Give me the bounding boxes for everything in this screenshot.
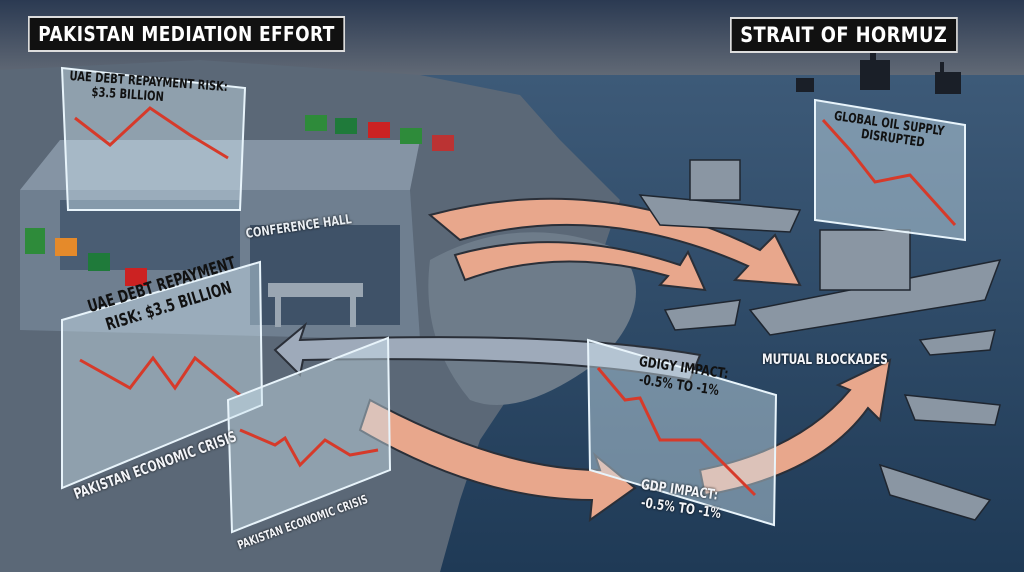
panel-crisis [226,336,392,534]
panel-uae-top [60,66,247,211]
patrol-boat-4 [878,463,992,521]
patrol-boat-1 [663,299,741,331]
arrow-bottom [358,398,637,523]
oil-rig-icons [796,45,961,94]
panel-oil [814,98,966,242]
trend-line-uae-top [74,106,229,160]
arrow-right [698,358,892,497]
trend-line-gdp [596,367,757,497]
chart-panels [60,66,966,534]
trend-line-oil [821,118,957,227]
banner-pakistan-mediation: PAKISTAN MEDIATION EFFORT [28,16,345,52]
arrow-mid [453,241,707,292]
patrol-boat-2 [918,329,996,356]
arrow-top [427,197,802,287]
panel-gdp [586,338,778,527]
conference-hall-building [20,140,420,340]
warships [638,159,1002,521]
banner-strait-of-hormuz: STRAIT OF HORMUZ [730,17,958,53]
trend-line-crisis [239,428,379,468]
mutual-blockades-label: MUTUAL BLOCKADES [762,352,888,368]
patrol-boat-3 [903,394,1001,426]
flags [25,115,454,286]
panel-uae-mid [61,260,264,490]
trend-line-uae-mid [79,355,241,397]
destroyer-top [638,194,802,233]
destroyer-main [748,258,1002,336]
